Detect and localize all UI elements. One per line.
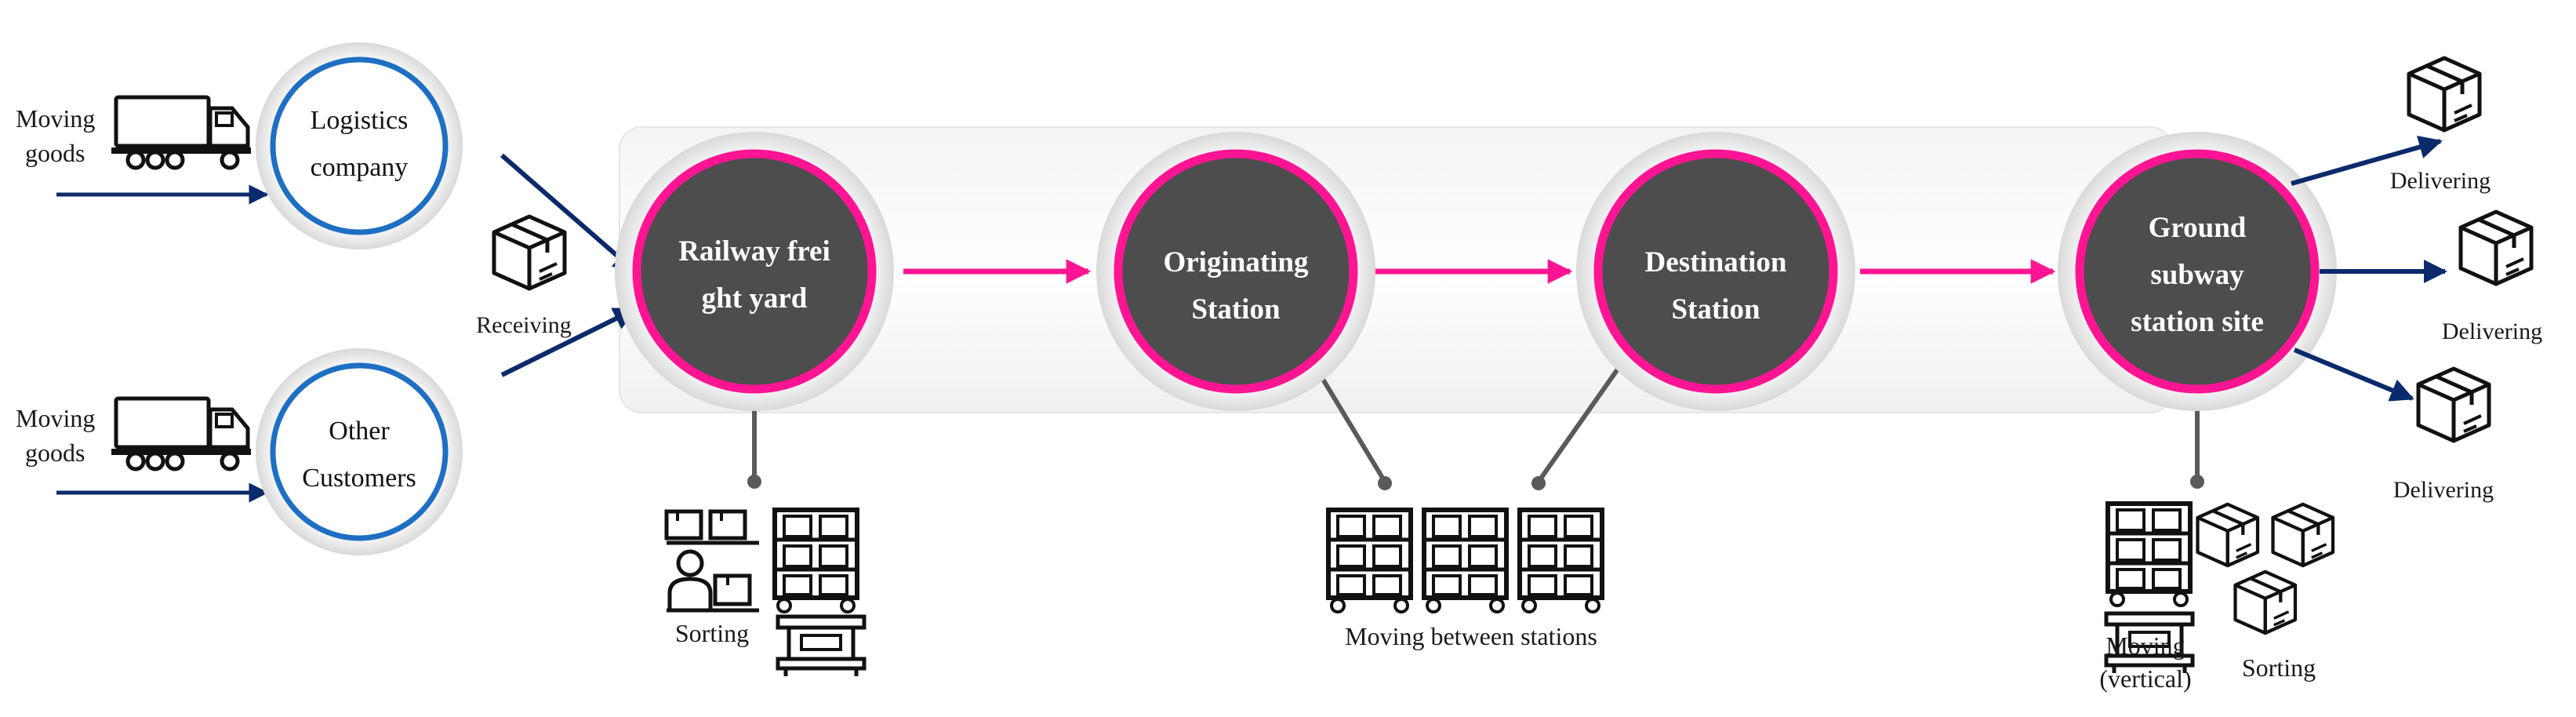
- receiving-label: Receiving: [476, 312, 572, 338]
- other-customers-label-2: Customers: [302, 464, 416, 493]
- arrow-deliver-bottom: [2293, 348, 2414, 402]
- moving-vertical-label-2: (vertical): [2099, 664, 2191, 693]
- moving-goods-label-bottom: Moving: [16, 404, 95, 432]
- hub-originating-label-2: Station: [1191, 293, 1281, 326]
- worker-sorting-icon: [667, 511, 759, 610]
- arrow-customers-to-yard: [500, 307, 638, 377]
- connector-dot-originating: [1378, 476, 1392, 490]
- hub-originating-label-1: Originating: [1163, 246, 1309, 278]
- connector-dot-destination: [1531, 476, 1546, 490]
- connector-dot-ground: [2190, 475, 2204, 489]
- sorting-box-icon-2: [2273, 504, 2334, 566]
- moving-goods-label-top: Moving: [16, 104, 95, 133]
- cart-icon-between-1: [1328, 510, 1411, 612]
- hub-ground-label-1: Ground: [2149, 212, 2247, 244]
- delivering-label-top: Delivering: [2390, 168, 2491, 194]
- sorting-box-icon-3: [2236, 572, 2296, 633]
- receiving-box-icon: [494, 217, 565, 289]
- cart-icon-vertical: [2108, 504, 2190, 606]
- cart-icon-between-2: [1424, 510, 1506, 612]
- moving-goods-truck-top: [111, 97, 251, 168]
- hub-railway-freight-yard: Railway frei ght yard: [615, 132, 894, 411]
- delivery-box-icon-bottom: [2418, 369, 2489, 441]
- logistics-company-label-2: company: [311, 153, 409, 182]
- moving-goods-truck-bottom: [111, 399, 251, 469]
- moving-goods-label-top-2: goods: [25, 139, 85, 167]
- hub-originating-station: Originating Station: [1096, 132, 1375, 411]
- hub-railway-label-2: ght yard: [702, 282, 808, 315]
- delivery-box-icon-middle: [2461, 212, 2531, 284]
- hub-destination-label-2: Station: [1671, 293, 1760, 326]
- sorting-box-icon-1: [2198, 504, 2258, 566]
- scale-icon-yard: [778, 617, 864, 676]
- delivering-label-bottom: Delivering: [2393, 477, 2494, 503]
- other-customers-label-1: Other: [329, 417, 390, 446]
- moving-goods-label-bottom-2: goods: [25, 439, 85, 467]
- hub-ground-label-3: station site: [2131, 306, 2264, 338]
- hub-destination-station: Destination Station: [1576, 132, 1855, 411]
- hub-ground-label-2: subway: [2150, 259, 2244, 291]
- delivery-box-icon-top: [2409, 58, 2480, 130]
- moving-vertical-label-1: Moving: [2105, 631, 2185, 660]
- connector-destination-moving: [1536, 353, 1630, 483]
- hub-destination-label-1: Destination: [1645, 246, 1787, 278]
- cart-icon-yard: [775, 510, 857, 612]
- delivering-label-middle: Delivering: [2442, 318, 2542, 344]
- moving-between-stations-label: Moving between stations: [1345, 622, 1597, 650]
- hub-railway-label-1: Railway frei: [678, 235, 830, 268]
- cart-icon-between-3: [1520, 510, 1602, 612]
- source-node-logistics-company: Logistics company: [256, 42, 463, 249]
- sorting-label-left: Sorting: [675, 619, 749, 647]
- sorting-label-right: Sorting: [2242, 653, 2316, 682]
- arrow-logistics-to-yard: [500, 153, 638, 274]
- logistics-company-label-1: Logistics: [311, 106, 409, 135]
- hub-ground-subway-station-site: Ground subway station site: [2058, 132, 2337, 411]
- source-node-other-customers: Other Customers: [256, 348, 463, 555]
- arrow-deliver-top: [2291, 135, 2443, 186]
- connector-dot-yard: [747, 475, 761, 489]
